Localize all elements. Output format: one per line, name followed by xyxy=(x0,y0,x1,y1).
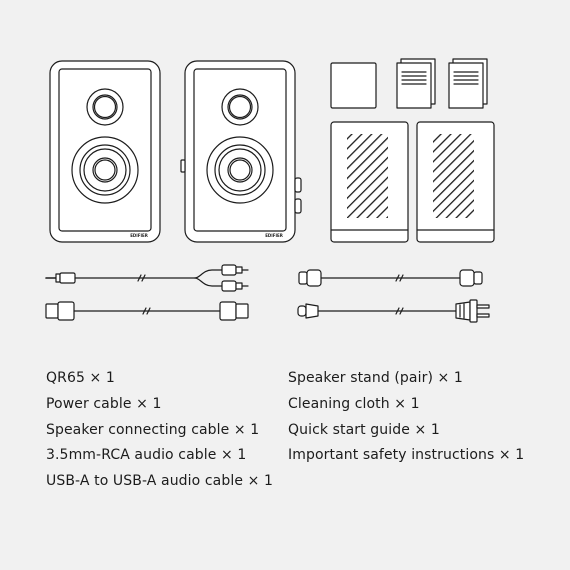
list-item: 3.5mm-RCA audio cable × 1 xyxy=(46,447,247,464)
package-contents-right-list: Speaker stand (pair) × 1 Cleaning cloth … xyxy=(288,366,524,469)
cable-usb-a-to-usb-a xyxy=(45,301,249,321)
list-item: Speaker connecting cable × 1 xyxy=(46,421,260,438)
package-contents-illustration: EDIFIER EDIFIER xyxy=(45,58,495,323)
side-knob-left xyxy=(180,159,186,173)
speaker-right: EDIFIER xyxy=(180,60,302,243)
side-knob-lower xyxy=(294,198,302,214)
speaker-left-logo: EDIFIER xyxy=(130,233,148,238)
speaker-left: EDIFIER xyxy=(49,60,161,243)
quick-start-guide xyxy=(396,58,436,109)
package-contents-left-list: QR65 × 1 Power cable × 1 Speaker connect… xyxy=(46,366,273,495)
list-item: Important safety instructions × 1 xyxy=(288,447,525,464)
cleaning-cloth xyxy=(330,62,377,109)
list-item: USB-A to USB-A audio cable × 1 xyxy=(46,473,273,490)
list-item: Quick start guide × 1 xyxy=(288,421,440,438)
speaker-stand-left xyxy=(330,121,409,243)
cable-speaker-connecting xyxy=(298,269,483,287)
speaker-stand-right xyxy=(416,121,495,243)
cable-power xyxy=(297,299,490,323)
speaker-right-logo: EDIFIER xyxy=(265,233,283,238)
list-item: QR65 × 1 xyxy=(46,370,115,386)
list-item: Speaker stand (pair) × 1 xyxy=(288,370,463,386)
safety-instructions xyxy=(448,58,488,109)
list-item: Cleaning cloth × 1 xyxy=(288,395,420,412)
list-item: Power cable × 1 xyxy=(46,395,162,412)
side-knob-upper xyxy=(294,177,302,193)
cable-3-5mm-to-rca xyxy=(45,264,249,292)
